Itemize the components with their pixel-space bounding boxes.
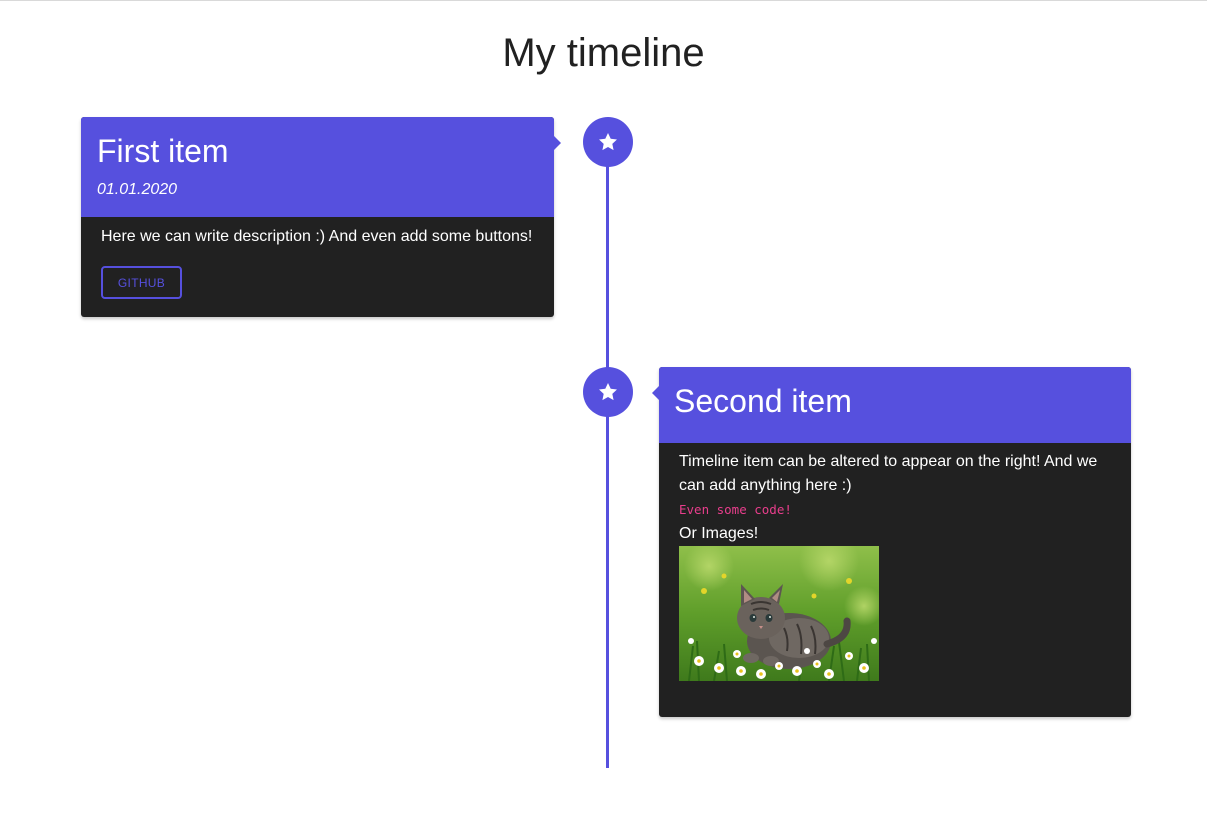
github-button[interactable]: GITHUB (101, 266, 182, 299)
page-title: My timeline (502, 31, 705, 75)
card-body: Here we can write description :) And eve… (81, 217, 554, 299)
card-title: First item (97, 133, 229, 169)
card-header: Second item (652, 367, 1131, 443)
images-label: Or Images! (679, 525, 759, 542)
card-pointer (554, 136, 561, 150)
card-title: Second item (674, 383, 852, 419)
timeline-line (606, 142, 609, 768)
star-icon (599, 383, 617, 401)
card-header: First item 01.01.2020 (81, 117, 561, 217)
timeline-marker-1 (583, 117, 633, 167)
card-description: Timeline item can be altered to appear o… (679, 453, 1098, 494)
card-date: 01.01.2020 (97, 181, 178, 198)
timeline-card-second: Second item Timeline item can be altered… (652, 367, 1131, 717)
kitten-image (679, 546, 879, 681)
card-body: Timeline item can be altered to appear o… (659, 443, 1131, 681)
timeline-card-first: First item 01.01.2020 Here we can write … (81, 117, 561, 317)
card-pointer (652, 386, 659, 400)
star-icon (599, 133, 617, 151)
code-snippet: Even some code! (679, 502, 792, 517)
top-divider (0, 0, 1207, 1)
timeline-marker-2 (583, 367, 633, 417)
card-description: Here we can write description :) And eve… (101, 228, 533, 245)
